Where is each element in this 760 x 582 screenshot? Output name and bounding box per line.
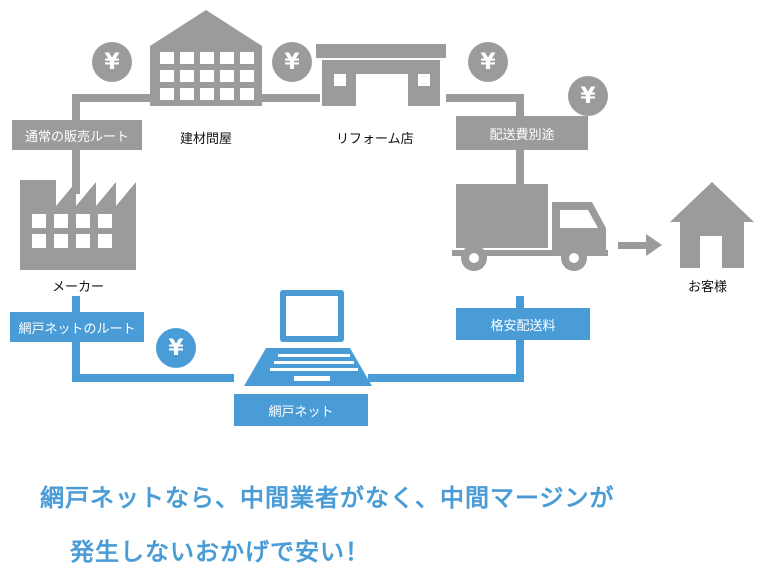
customer-label: お客様	[688, 280, 728, 295]
factory-icon	[20, 180, 136, 270]
separate-shipping-label: 配送費別途	[456, 116, 588, 150]
warehouse-icon	[150, 10, 262, 106]
maker-label: メーカー	[52, 280, 105, 295]
yen-coin-icon: ¥	[468, 42, 508, 82]
house-icon	[670, 182, 754, 268]
yen-coin-icon: ¥	[156, 328, 196, 368]
shop-icon	[316, 44, 446, 106]
arrow-right-icon	[618, 234, 662, 256]
wholesaler-label: 建材問屋	[180, 132, 233, 147]
yen-coin-icon: ¥	[272, 42, 312, 82]
laptop-icon	[244, 290, 372, 386]
amido-route-label: 網戸ネットのルート	[10, 312, 144, 342]
normal-route-label: 通常の販売ルート	[12, 120, 142, 150]
truck-icon	[452, 184, 608, 271]
headline-line-1: 網戸ネットなら、中間業者がなく、中間マージンが	[40, 484, 615, 512]
headline-line-2: 発生しないおかげで安い！	[70, 538, 370, 566]
cheap-shipping-label: 格安配送料	[456, 308, 590, 340]
yen-coin-icon: ¥	[568, 76, 608, 116]
yen-coin-icon: ¥	[92, 42, 132, 82]
reform-shop-label: リフォーム店	[336, 132, 414, 147]
amido-net-label: 網戸ネット	[234, 394, 368, 426]
